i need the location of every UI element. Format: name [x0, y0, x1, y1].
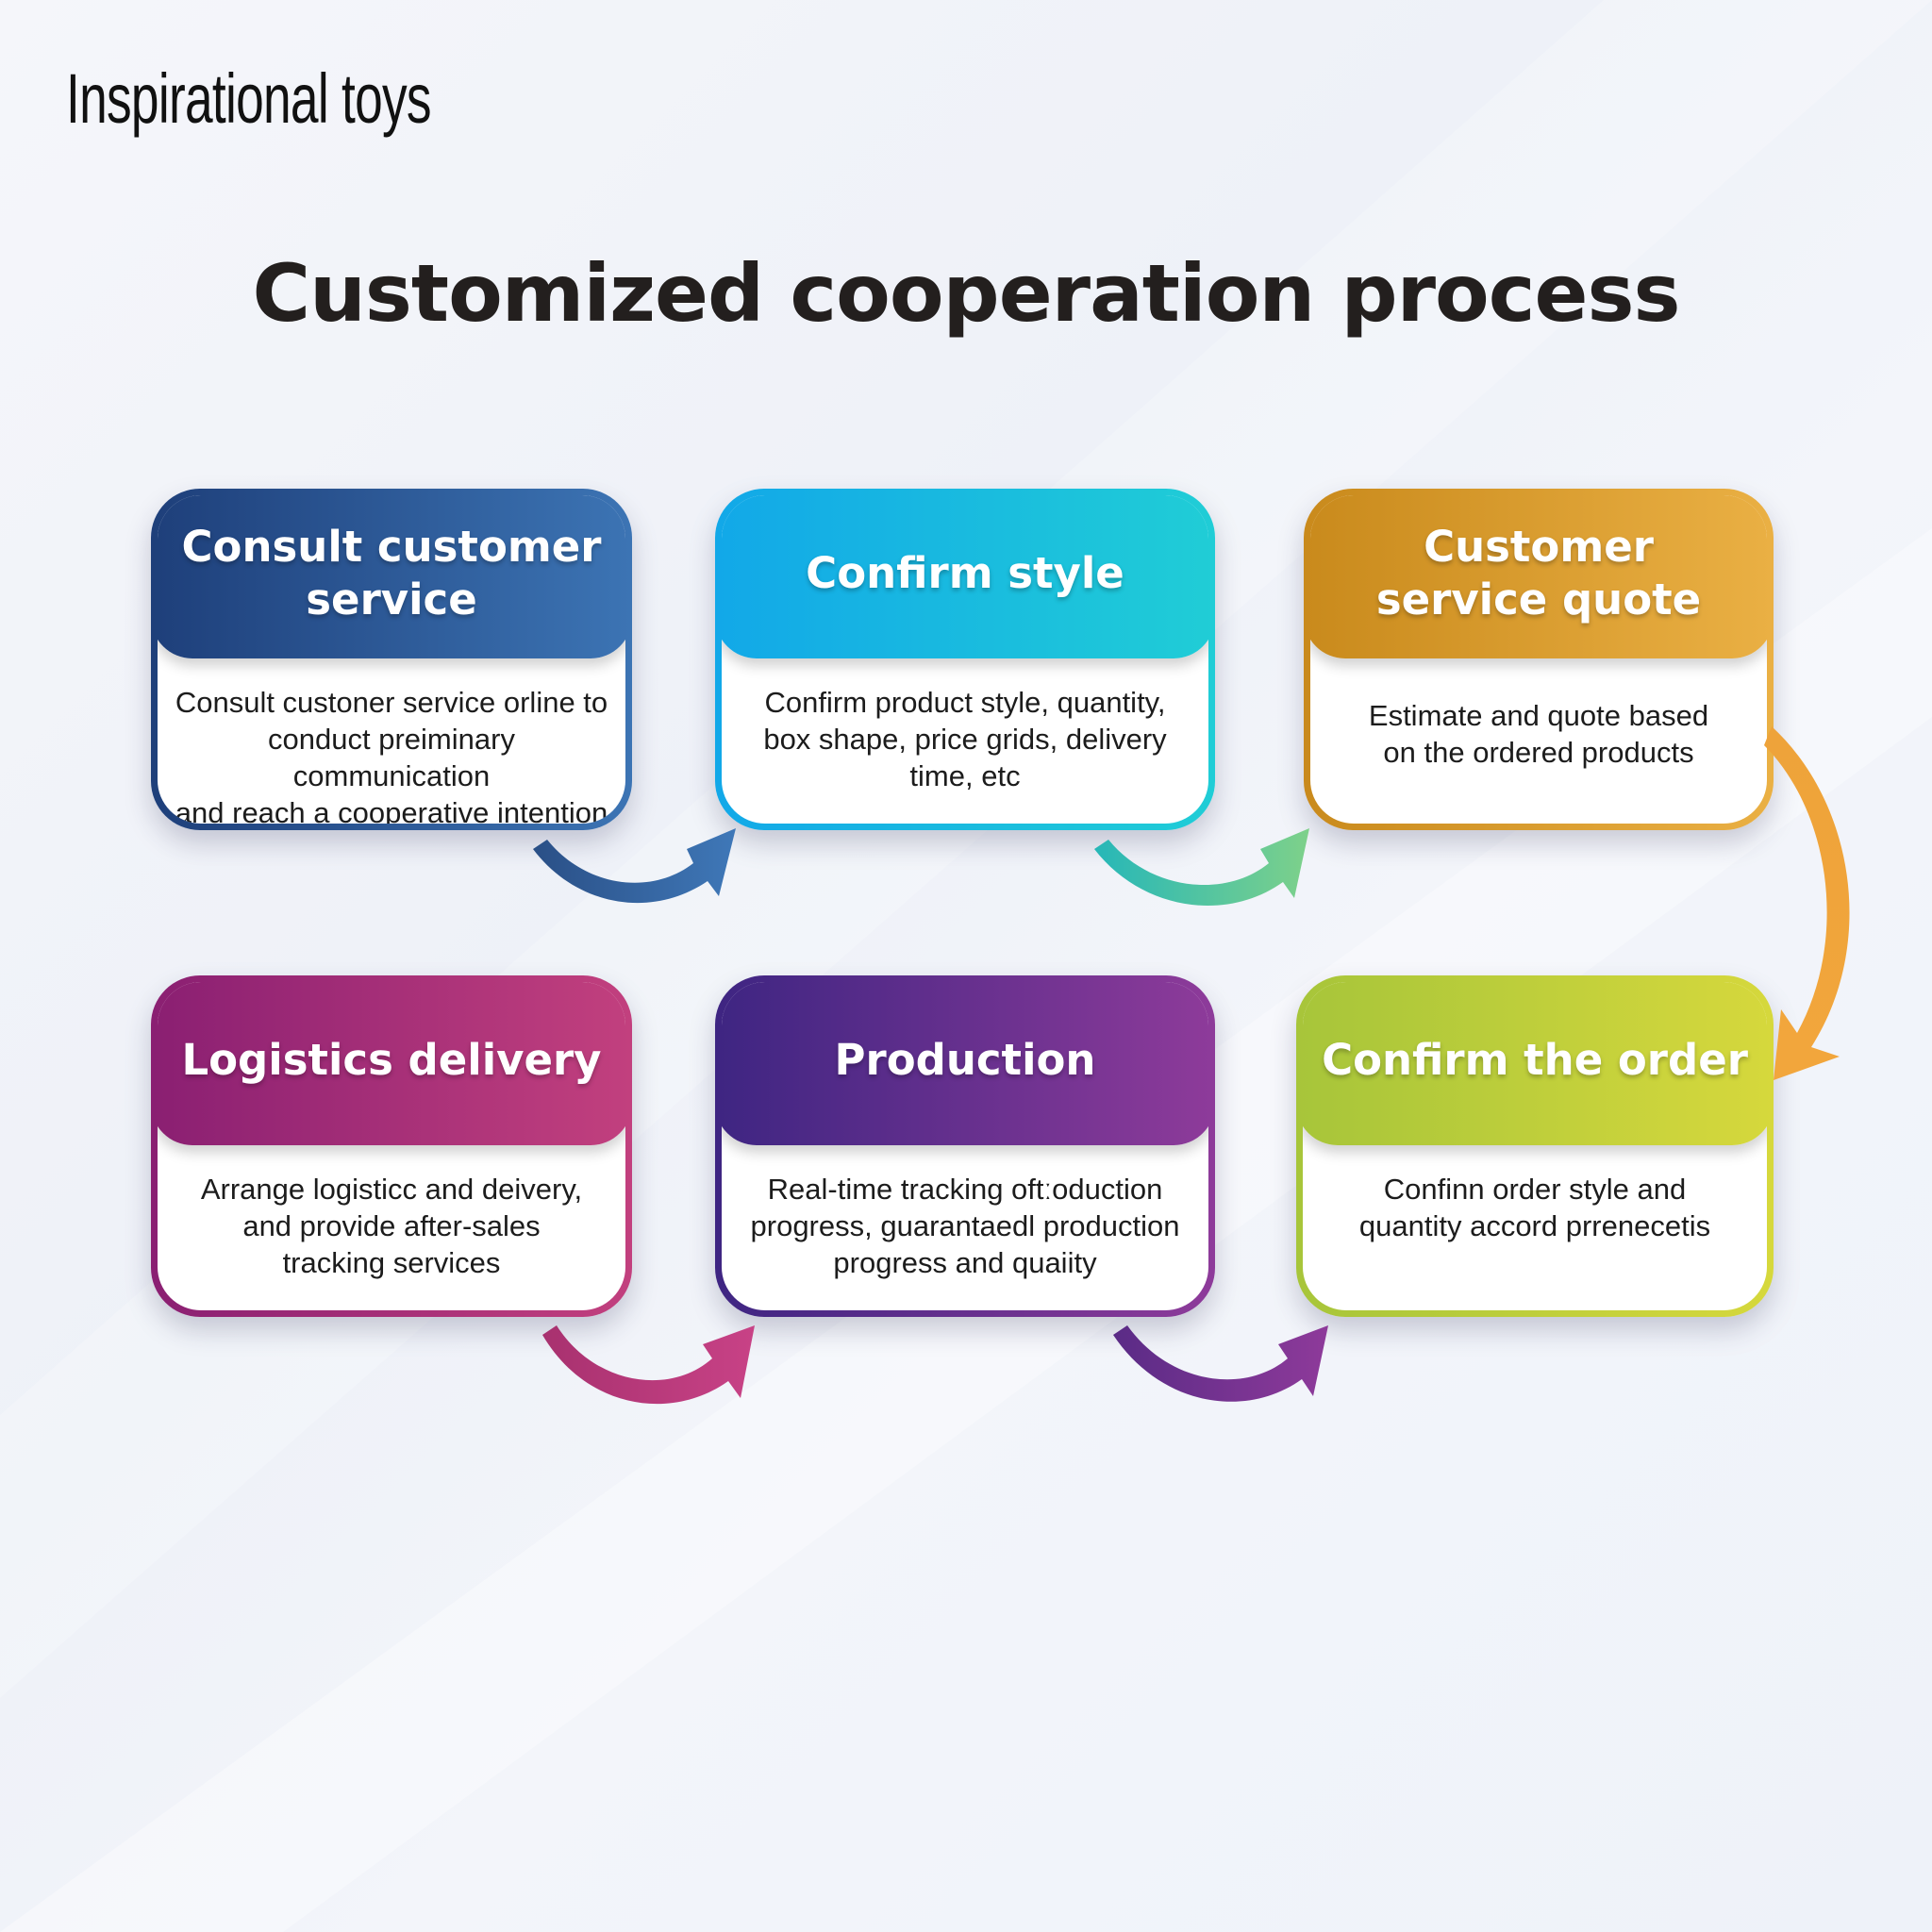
step-card-header: Logistics delivery [158, 982, 625, 1145]
step-title: Production [834, 1035, 1096, 1085]
step-title: Logistics delivery [181, 1035, 602, 1085]
arrow-step5-to-step6 [542, 1325, 755, 1405]
step-description: Real-time tracking oftːoduction progress… [750, 1173, 1180, 1279]
step-card-production: Production Real-time tracking oftːoducti… [715, 975, 1215, 1317]
step-card-consult-customer-service: Consult customer service Consult custone… [151, 489, 632, 830]
step-title: Confirm the order [1322, 1035, 1748, 1085]
step-card-header: Production [722, 982, 1208, 1145]
step-title: Confirm style [806, 548, 1124, 598]
step-description: Confirm product style, quantity, box sha… [763, 686, 1167, 792]
page-title: Customized cooperation process [252, 247, 1680, 340]
step-card-confirm-style: Confirm style Confirm product style, qua… [715, 489, 1215, 830]
step-description: Confinn order style and quantity accord … [1358, 1173, 1711, 1242]
arrow-step4-to-step5 [1113, 1325, 1328, 1402]
brand-name: Inspirational toys [66, 59, 432, 138]
step-card-header: Confirm style [722, 495, 1208, 658]
step-card-header: Customer service quote [1310, 495, 1767, 658]
step-card-header: Confirm the order [1303, 982, 1767, 1145]
step-title: Customer service quote [1375, 522, 1702, 625]
step-card-header: Consult customer service [158, 495, 625, 658]
step-description: Estimate and quote based on the ordered … [1368, 699, 1709, 769]
step-card-customer-service-quote: Customer service quote Estimate and quot… [1304, 489, 1774, 830]
step-title: Consult customer service [181, 522, 602, 625]
step-card-logistics-delivery: Logistics delivery Arrange logisticc and… [151, 975, 632, 1317]
step-description: Arrange logisticc and deivery, and provi… [200, 1173, 583, 1279]
arrow-step3-to-step4 [1764, 726, 1850, 1080]
arrow-step1-to-step2 [533, 828, 736, 904]
step-card-confirm-the-order: Confirm the order Confinn order style an… [1296, 975, 1774, 1317]
arrow-step2-to-step3 [1094, 828, 1309, 906]
step-description: Consult custoner service orline to condu… [175, 686, 608, 824]
